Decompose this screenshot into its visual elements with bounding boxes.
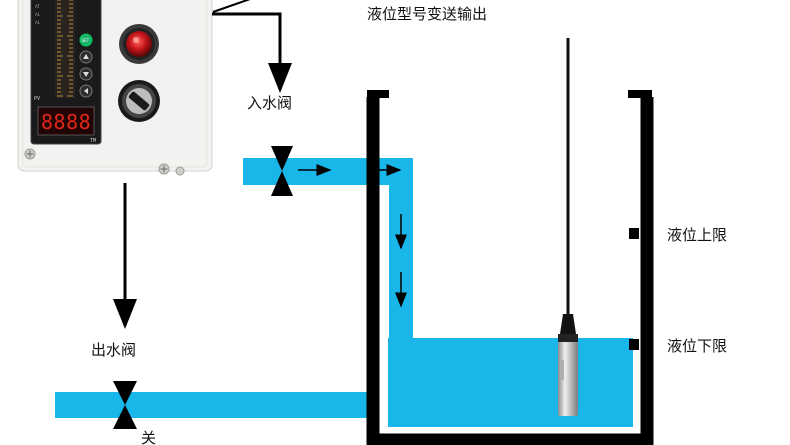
pv-mark: PV [34, 96, 40, 102]
inlet-pipe [243, 158, 413, 185]
display-digits: 8888 [41, 110, 91, 134]
screw-icon [158, 163, 170, 175]
inlet-valve-label: 入水阀 [247, 94, 292, 112]
valve-icon[interactable] [113, 381, 137, 429]
screw-icon [175, 166, 185, 176]
shift-button[interactable] [79, 50, 93, 64]
lower-limit-marker [629, 339, 639, 350]
tank-water [388, 338, 633, 427]
water-tank [366, 90, 654, 445]
inlet-downpipe [389, 158, 413, 346]
selector-knob-icon[interactable] [118, 80, 160, 122]
upper-limit-marker [629, 228, 639, 239]
outlet-pipe [55, 392, 375, 418]
transmitter-output-label: 液位型号变送输出 [367, 5, 487, 23]
upper-limit-label: 液位上限 [667, 226, 727, 244]
outlet-valve-label: 出水阀 [91, 341, 136, 359]
left-button[interactable] [79, 84, 93, 98]
screw-icon [24, 148, 36, 160]
side-mark: AL [35, 12, 41, 17]
digital-display [37, 106, 95, 136]
alarm-lamp-icon [119, 24, 159, 64]
controller-box: PV TM AT AL AL 8888 SET [17, 0, 251, 176]
level-probe-icon [558, 38, 578, 416]
inlet-signal-line [212, 12, 292, 93]
bargraph [55, 0, 75, 98]
valve-icon[interactable] [271, 146, 293, 196]
lower-limit-label: 液位下限 [667, 337, 727, 355]
side-mark: AL [35, 20, 41, 25]
model-mark: TM [90, 138, 96, 144]
svg-text:SET: SET [82, 38, 90, 43]
down-button[interactable] [79, 67, 93, 81]
bargraph-scale [57, 0, 73, 97]
set-button[interactable]: SET [79, 33, 93, 47]
outlet-state-label: 关 [141, 429, 156, 445]
side-mark: AT [35, 4, 40, 9]
